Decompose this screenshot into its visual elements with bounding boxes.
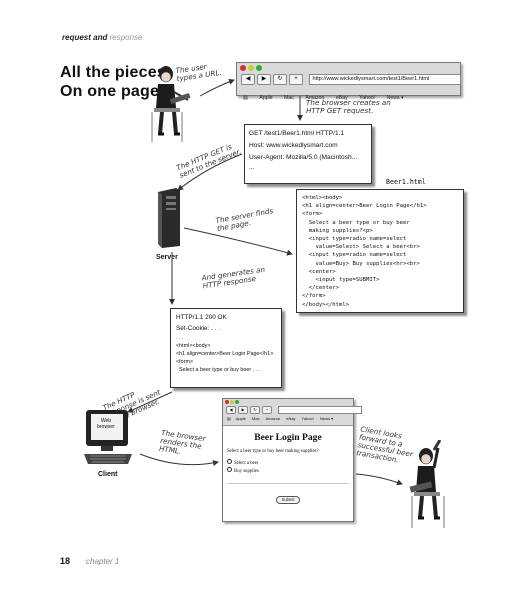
monitor-screen-text: Web browser — [97, 418, 115, 430]
zoom-dot-icon[interactable] — [235, 400, 239, 404]
response-dots: . . . — [176, 335, 184, 341]
rendered-page-title: Beer Login Page — [254, 432, 322, 443]
bookmark-item[interactable]: eBay — [286, 416, 296, 421]
bookmark-item[interactable]: Mac — [284, 95, 294, 101]
bookmark-item[interactable]: News ▾ — [386, 95, 404, 101]
bookmarks-bar: ▤ Apple Mac Amazon eBay Yahoo! News ▾ — [243, 86, 411, 104]
page-title: All the pieces. On one page. — [60, 63, 171, 101]
forward-arrow-icon[interactable]: ▶ — [238, 406, 248, 414]
top-browser-window: ◀▶↻+ http://www.wickedlysmart.com/test1/… — [236, 62, 462, 101]
bookmark-item[interactable]: Amazon — [265, 416, 281, 421]
html-filename: Beer1.html — [386, 178, 426, 186]
arrow-user-to-browser — [199, 78, 235, 97]
chapter-label: chapter 1 — [86, 557, 120, 566]
arrow-response-to-client — [127, 391, 173, 413]
response-html-line: <form> — [176, 359, 194, 365]
request-dots: ... — [249, 164, 255, 171]
bookmark-item[interactable]: Yahoo! — [301, 416, 314, 421]
response-html-line: Select a beer type or buy beer . . . — [176, 367, 261, 373]
running-header: request and response — [62, 33, 143, 42]
response-html-line: <html><body> — [176, 343, 211, 349]
bookmark-item[interactable]: Amazon — [305, 95, 325, 101]
http-response-panel: HTTP/1.1 200 OK Set-Cookie: . . . . . . … — [170, 308, 282, 388]
bookmarks-book-icon[interactable]: ▤ — [243, 95, 248, 101]
zoom-dot-icon[interactable] — [256, 65, 262, 71]
radio-select-beer[interactable] — [227, 459, 232, 464]
page-number: 18 — [60, 556, 71, 566]
request-user-agent: User-Agent: Mozilla/5.0 (Macintosh... — [249, 154, 358, 161]
bookmarks-bar: ▤ Apple Mac Amazon eBay Yahoo! News ▾ — [227, 416, 333, 421]
bookmark-item[interactable]: Apple — [235, 416, 246, 421]
bookmark-item[interactable]: News ▾ — [319, 416, 334, 421]
bookmark-item[interactable]: Apple — [259, 95, 273, 101]
server-tower-icon — [158, 188, 180, 248]
back-arrow-icon[interactable]: ◀ — [226, 406, 236, 414]
html-source-panel: <html><body> <h1 align=center>Beer Login… — [296, 189, 464, 313]
note-browser-creates: The browser creates an HTTP GET request. — [306, 98, 391, 115]
user-illustration — [151, 66, 191, 142]
response-status: HTTP/1.1 200 OK — [176, 314, 227, 321]
radio-label: Buy supplies — [234, 469, 259, 474]
rendered-question: Select a beer type or buy beer making su… — [227, 449, 319, 454]
client-computer-icon — [84, 410, 132, 464]
arrow-server-to-file — [183, 227, 293, 256]
html-source-code: <html><body> <h1 align=center>Beer Login… — [302, 195, 427, 308]
submit-button[interactable]: Submit — [276, 496, 300, 504]
bookmarks-book-icon[interactable]: ▤ — [227, 416, 231, 421]
radio-label: Select a beer — [234, 461, 259, 466]
arrow-request-to-server — [177, 153, 243, 191]
header-response: response — [109, 33, 143, 42]
address-bar[interactable] — [278, 406, 363, 414]
close-dot-icon[interactable] — [225, 400, 229, 404]
bottom-browser-window: ◀▶↻+ ▤ Apple Mac Amazon eBay Yahoo! News… — [222, 398, 363, 522]
http-request-panel: GET /test1/Beer1.html HTTP/1.1 Host: www… — [244, 124, 372, 184]
request-line: GET /test1/Beer1.html HTTP/1.1 — [249, 130, 345, 137]
bookmark-item[interactable]: Yahoo! — [359, 95, 376, 101]
arrow-render-to-user — [355, 473, 403, 486]
response-cookie: Set-Cookie: . . . — [176, 325, 221, 332]
reload-icon[interactable]: ↻ — [250, 406, 260, 414]
server-label: Server — [156, 254, 178, 261]
reload-icon[interactable]: ↻ — [273, 74, 287, 85]
close-dot-icon[interactable] — [240, 65, 246, 71]
forward-arrow-icon[interactable]: ▶ — [257, 74, 271, 85]
bookmark-item[interactable]: Mac — [252, 416, 260, 421]
title-line-2: On one page. — [60, 83, 164, 100]
header-request: request and — [62, 33, 108, 42]
back-arrow-icon[interactable]: ◀ — [241, 74, 255, 85]
client-label: Client — [98, 471, 118, 478]
bookmark-item[interactable]: eBay — [335, 95, 348, 101]
title-line-1: All the pieces. — [60, 64, 171, 81]
add-bookmark-icon[interactable]: + — [289, 74, 303, 85]
minimize-dot-icon[interactable] — [248, 65, 254, 71]
add-bookmark-icon[interactable]: + — [262, 406, 272, 414]
radio-buy-supplies[interactable] — [227, 467, 232, 472]
response-html-line: <h1 align=center>Beer Login Page</h1> — [176, 351, 274, 357]
address-bar[interactable]: http://www.wickedlysmart.com/test1/Beer1… — [309, 74, 462, 85]
arrow-client-to-render — [139, 453, 219, 466]
minimize-dot-icon[interactable] — [230, 400, 234, 404]
client-illustration — [409, 440, 445, 528]
request-host: Host: www.wickedlysmart.com — [249, 142, 338, 149]
